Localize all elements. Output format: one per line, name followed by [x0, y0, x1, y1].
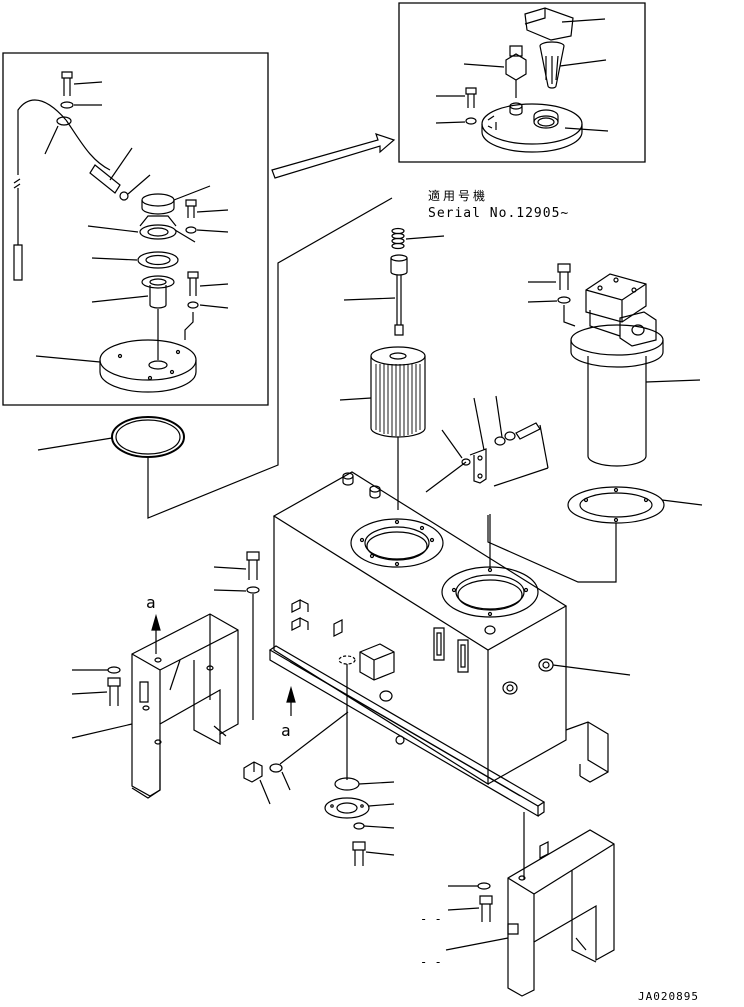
view-ref-a-top: a	[146, 593, 156, 612]
inset-cap-assembly	[3, 53, 268, 405]
strainer-column	[340, 229, 444, 511]
drain-plug	[244, 712, 348, 804]
view-ref-a-bottom: a	[281, 721, 291, 740]
drawing-code: JA020895	[638, 990, 699, 1003]
mount-bolt-left-top	[214, 552, 259, 720]
view-arrow-a-lower	[287, 688, 295, 716]
serial-number-label: Serial No.12905~	[428, 206, 570, 221]
drain-cover-stack	[325, 778, 394, 866]
callout-dash-1: - -	[420, 912, 442, 926]
base-rail	[270, 646, 608, 880]
serial-applicability-label: 適用号機	[428, 189, 489, 203]
o-ring	[38, 198, 392, 518]
arrow-to-serial-inset	[272, 134, 394, 178]
hydraulic-tank	[274, 472, 630, 784]
right-support-bracket	[446, 830, 614, 996]
clamp-bracket	[426, 396, 548, 492]
inset-serial-variant	[399, 3, 645, 162]
return-filter	[488, 264, 702, 582]
left-support-bracket	[72, 614, 238, 798]
callout-dash-2: - -	[420, 955, 442, 969]
